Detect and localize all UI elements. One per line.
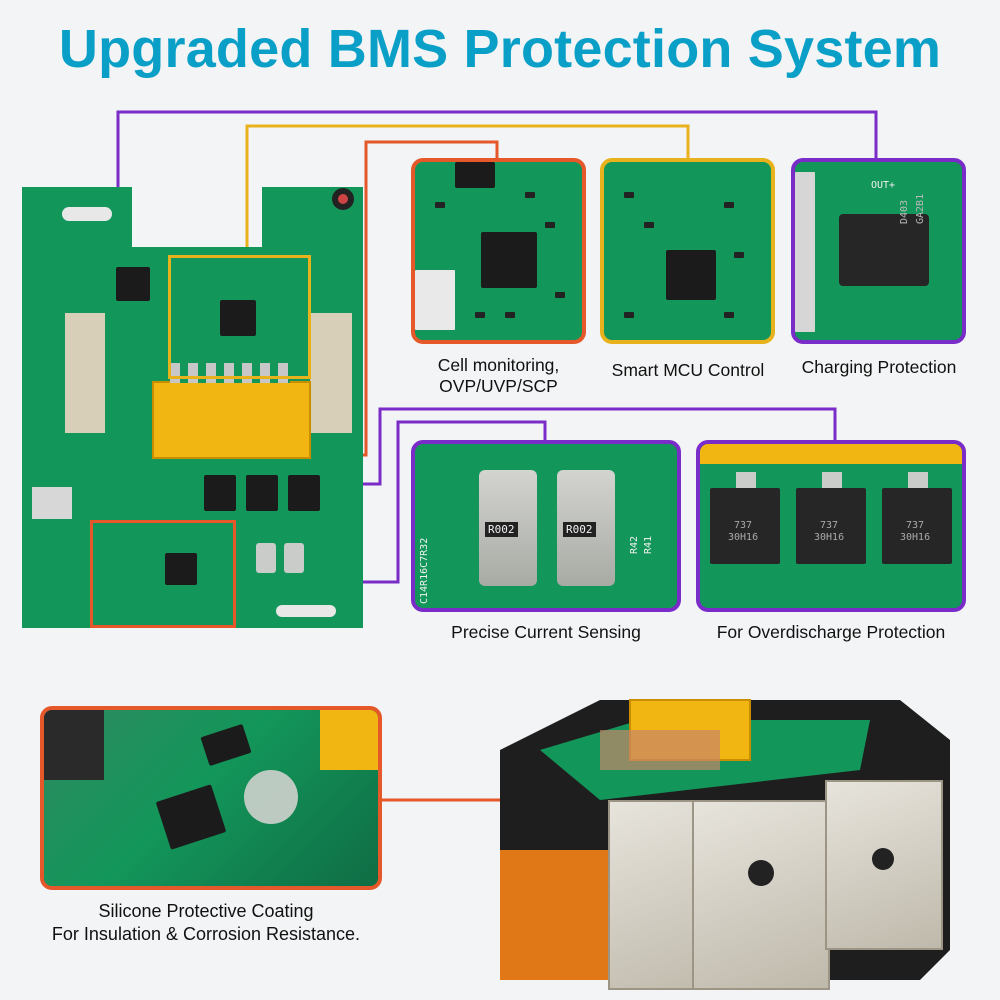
- shunt-resistor-zoom-2: R002: [557, 470, 615, 586]
- cell-monitoring-caption: Cell monitoring, OVP/UVP/SCP: [437, 355, 560, 396]
- charging-caption: Charging Protection: [801, 357, 957, 377]
- nickel-hole-1: [748, 860, 774, 886]
- mosfet-marking-1b: 30H16: [728, 532, 759, 543]
- regulator-marking-2: GA2B1: [915, 193, 926, 224]
- mosfet-3: [288, 475, 320, 511]
- shunt-resistor-2: [284, 543, 304, 573]
- pcb-label-r41: R41: [643, 535, 654, 554]
- current-sensing-caption: Precise Current Sensing: [451, 622, 641, 642]
- regulator-chip: [116, 267, 150, 301]
- nickel-hole-2: [872, 848, 894, 870]
- mosfet-marking-2b: 30H16: [814, 532, 845, 543]
- mosfet-2: [246, 475, 278, 511]
- mosfet-1: [204, 475, 236, 511]
- mosfet-tab-2: [822, 472, 842, 488]
- mcu-panel: [600, 158, 775, 344]
- mcu-chip: [220, 300, 256, 336]
- coating-panel: [40, 706, 382, 890]
- afe-highlight-frame: [90, 520, 236, 628]
- mosfet-zoom-3: 737 30H16: [882, 488, 952, 564]
- mcu-chip-zoom: [666, 250, 716, 300]
- pcb-label-r42: R42: [629, 535, 640, 554]
- cell-monitoring-panel: [411, 158, 586, 344]
- coated-pad: [244, 770, 298, 824]
- coating-caption: Silicone Protective Coating For Insulati…: [51, 901, 361, 944]
- mcu-caption: Smart MCU Control: [611, 360, 765, 380]
- afe-chip: [165, 553, 197, 585]
- regulator-marking-1: D403: [899, 199, 910, 224]
- mosfet-marking-1a: 737: [734, 520, 753, 531]
- charging-panel: D403 GA2B1 OUT+: [791, 158, 966, 344]
- afe-chip-zoom: [481, 232, 537, 288]
- mosfet-tab-1: [736, 472, 756, 488]
- bms-board: [20, 185, 365, 630]
- page-title: Upgraded BMS Protection System: [58, 19, 942, 79]
- mosfet-tab-3: [908, 472, 928, 488]
- top-chip: [455, 162, 495, 188]
- yellow-connector-edge: [700, 444, 962, 464]
- mosfet-marking-3b: 30H16: [900, 532, 931, 543]
- mosfet-marking-2a: 737: [820, 520, 839, 531]
- side-terminal: [795, 172, 815, 332]
- dark-corner: [44, 710, 104, 780]
- mosfet-zoom-2: 737 30H16: [796, 488, 866, 564]
- pcb-code: C14R16C7R32: [419, 537, 430, 604]
- regulator-chip-zoom: [839, 214, 929, 286]
- mosfet-marking-3a: 737: [906, 520, 925, 531]
- current-sensing-panel: R002 R002 C14R16C7R32 R42 R41: [411, 440, 681, 612]
- shunt-resistor-zoom-1: R002: [479, 470, 537, 586]
- white-terminal: [415, 270, 455, 330]
- overdischarge-panel: 737 30H16 737 30H16 737 30H16: [696, 440, 966, 612]
- overdischarge-caption: For Overdischarge Protection: [716, 622, 946, 642]
- yellow-connector: [152, 381, 311, 459]
- shunt-marking-1: R002: [485, 522, 518, 537]
- shunt-resistor-1: [256, 543, 276, 573]
- yellow-corner: [320, 710, 378, 770]
- mcu-highlight-frame: [168, 255, 311, 379]
- mosfet-zoom-1: 737 30H16: [710, 488, 780, 564]
- shunt-marking-2: R002: [563, 522, 596, 537]
- nickel-plate-2: [692, 800, 830, 990]
- battery-pack: [480, 660, 960, 990]
- out-label: OUT+: [871, 180, 896, 191]
